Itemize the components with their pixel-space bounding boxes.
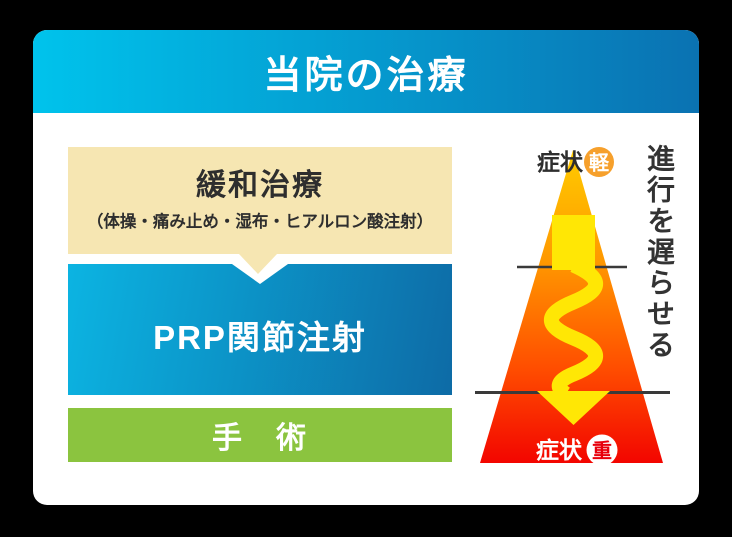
side-note-vertical: 進行を遅らせる [644, 144, 675, 361]
symptom-mild-label: 症状 [537, 149, 584, 175]
palliative-subtitle: （体操・痛み止め・湿布・ヒアルロン酸注射） [86, 212, 434, 231]
surgery-box: 手 術 [68, 408, 452, 462]
mild-badge-circle [584, 147, 614, 177]
prp-injection-box: PRP関節注射 [68, 264, 452, 395]
infographic-card: 当院の治療 緩和治療 （体操・痛み止め・湿布・ヒアルロン酸注射） PRP関節注射… [33, 30, 699, 505]
severe-badge-circle [586, 434, 618, 466]
mild-badge: 軽 [589, 152, 610, 175]
severity-pyramid: 症状 軽 症状 重 [475, 147, 670, 466]
down-arrow-icon [537, 215, 610, 425]
prp-title: PRP関節注射 [153, 318, 367, 356]
severe-badge: 重 [592, 440, 612, 463]
palliative-treatment-box: 緩和治療 （体操・痛み止め・湿布・ヒアルロン酸注射） [68, 147, 452, 274]
palliative-title: 緩和治療 [196, 169, 324, 203]
header-band: 当院の治療 [33, 30, 699, 113]
surgery-title: 手 術 [212, 422, 308, 455]
page-title: 当院の治療 [263, 55, 469, 97]
symptom-severe-label: 症状 [536, 437, 583, 463]
